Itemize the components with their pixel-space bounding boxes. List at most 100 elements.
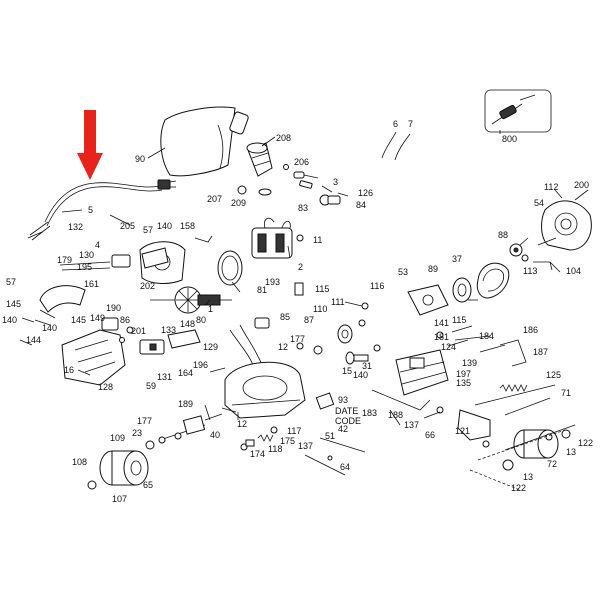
callout-85: 85 <box>280 312 290 322</box>
callout-104: 104 <box>566 266 581 276</box>
callout-110: 110 <box>313 304 327 314</box>
callout-133: 133 <box>161 325 176 335</box>
callout-54: 54 <box>534 198 544 208</box>
callout-87: 87 <box>304 315 314 325</box>
main-base-51 <box>224 361 306 420</box>
callout-128: 128 <box>98 382 113 392</box>
leader-lines <box>61 130 563 426</box>
terminal-202 <box>141 247 169 269</box>
callout-206: 206 <box>294 157 309 167</box>
callout-115-a: 115 <box>315 284 329 294</box>
fasteners-right <box>423 325 473 419</box>
callout-3: 3 <box>333 177 338 187</box>
callout-12-b: 12 <box>237 419 247 429</box>
callout-145-a: 145 <box>6 299 21 309</box>
callout-11-a: 11 <box>313 235 322 245</box>
callout-140-d: 140 <box>353 370 368 380</box>
drive-belt <box>476 262 510 299</box>
callout-126: 126 <box>358 188 373 198</box>
callout-179: 179 <box>57 255 72 265</box>
callout-16: 16 <box>64 365 74 375</box>
callout-196: 196 <box>193 360 208 370</box>
roller-72 <box>502 424 576 471</box>
callout-83: 83 <box>298 203 308 213</box>
inset-tool-800 <box>484 89 552 133</box>
callout-64: 64 <box>340 462 350 472</box>
dust-bag <box>160 106 236 177</box>
callout-184: 184 <box>479 331 494 341</box>
callout-208: 208 <box>276 133 291 143</box>
callout-23: 23 <box>132 428 142 438</box>
bracket-104 <box>533 261 561 273</box>
callout-71: 71 <box>561 388 571 398</box>
callout-57-a: 57 <box>143 225 153 235</box>
callout-118: 118 <box>268 444 282 454</box>
callout-131: 131 <box>157 372 172 382</box>
callout-15: 15 <box>342 366 352 376</box>
callout-37: 37 <box>452 254 462 264</box>
callout-137-b: 137 <box>298 441 313 451</box>
callout-158: 158 <box>180 221 195 231</box>
callout-140-b: 140 <box>2 315 17 325</box>
shaft-40 <box>159 413 223 441</box>
callout-175: 175 <box>280 436 295 446</box>
bearing-plate-53 <box>407 284 449 316</box>
date-code-line1: DATE <box>335 406 358 416</box>
spring-135 <box>499 384 528 392</box>
callout-800: 800 <box>502 134 517 144</box>
callout-129: 129 <box>203 342 218 352</box>
rod-71 <box>504 397 551 416</box>
red-arrow-icon <box>77 110 103 180</box>
callout-80: 80 <box>196 315 206 325</box>
field-assembly-2 <box>251 217 293 259</box>
callout-66: 66 <box>425 430 435 440</box>
callout-2: 2 <box>298 262 303 272</box>
callout-202: 202 <box>140 281 155 291</box>
callout-186: 186 <box>523 325 538 335</box>
callout-122-b: 122 <box>511 483 526 493</box>
callout-177-b: 177 <box>137 416 152 426</box>
callout-113: 113 <box>523 266 537 276</box>
rod-64 <box>304 454 346 476</box>
callout-84: 84 <box>356 200 366 210</box>
callout-112: 112 <box>544 182 558 192</box>
callout-149: 149 <box>90 313 105 323</box>
brush-6 <box>381 131 397 159</box>
callout-65: 65 <box>143 480 153 490</box>
spindle-31 <box>296 342 369 365</box>
callout-141: 141 <box>434 318 449 328</box>
callout-164: 164 <box>178 368 193 378</box>
callout-116: 116 <box>370 281 384 291</box>
callout-124: 124 <box>441 342 456 352</box>
callout-labels: 90 208 206 6 7 800 3 126 84 83 207 209 1… <box>2 119 593 504</box>
switch-130 <box>59 254 131 271</box>
callout-115-b: 115 <box>452 315 466 325</box>
callout-197: 197 <box>456 369 471 379</box>
callout-31: 31 <box>362 361 372 371</box>
callout-42: 42 <box>338 424 348 434</box>
screw-set-left <box>19 317 237 413</box>
callout-139: 139 <box>462 358 477 368</box>
callout-183: 183 <box>362 408 377 418</box>
callout-13-b: 13 <box>523 472 533 482</box>
callout-125: 125 <box>546 370 561 380</box>
base-frame-16 <box>61 317 126 386</box>
callout-121: 121 <box>455 426 470 436</box>
callout-140-a: 140 <box>157 221 172 231</box>
callout-7: 7 <box>408 119 413 129</box>
callout-53: 53 <box>398 267 408 277</box>
callout-205: 205 <box>120 221 135 231</box>
brush-7 <box>394 133 411 161</box>
callout-177-a: 177 <box>290 334 305 344</box>
callout-122-a: 122 <box>578 438 593 448</box>
pulley-89 <box>452 277 472 303</box>
gear-87 <box>337 324 353 344</box>
callout-193: 193 <box>265 277 280 287</box>
callout-40: 40 <box>210 430 220 440</box>
callout-181: 181 <box>434 332 449 342</box>
callout-188: 188 <box>388 410 403 420</box>
callout-145-b: 145 <box>71 315 86 325</box>
callout-93: 93 <box>338 395 348 405</box>
